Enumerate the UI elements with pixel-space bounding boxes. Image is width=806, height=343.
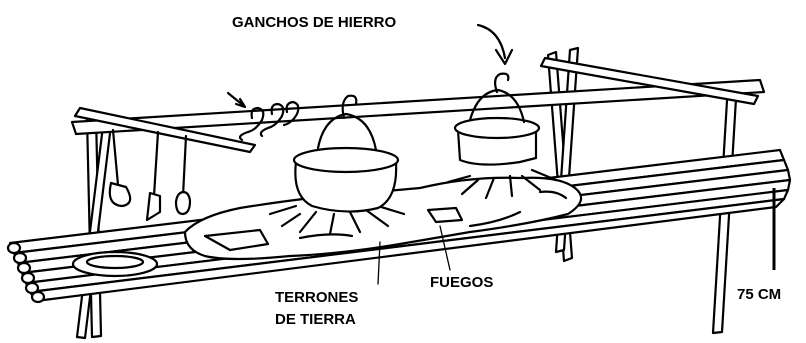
spare-iron-hooks (226, 91, 300, 142)
hooks-pointer (476, 23, 514, 66)
label-clods-line1: TERRONES (275, 289, 358, 306)
label-iron-hooks: GANCHOS DE HIERRO (232, 14, 397, 31)
pot-left (292, 94, 400, 213)
fire-right (446, 168, 558, 200)
hanging-utensils (108, 128, 192, 222)
pot-right (453, 72, 541, 166)
earth-clods (183, 176, 583, 261)
label-clods-line2: DE TIERRA (275, 311, 356, 328)
stone (71, 250, 159, 278)
fire-left (268, 204, 406, 236)
top-crossbar (70, 56, 766, 154)
label-fires: FUEGOS (430, 274, 493, 291)
leader-lines (377, 225, 451, 285)
label-scale: 75 CM (737, 286, 781, 303)
